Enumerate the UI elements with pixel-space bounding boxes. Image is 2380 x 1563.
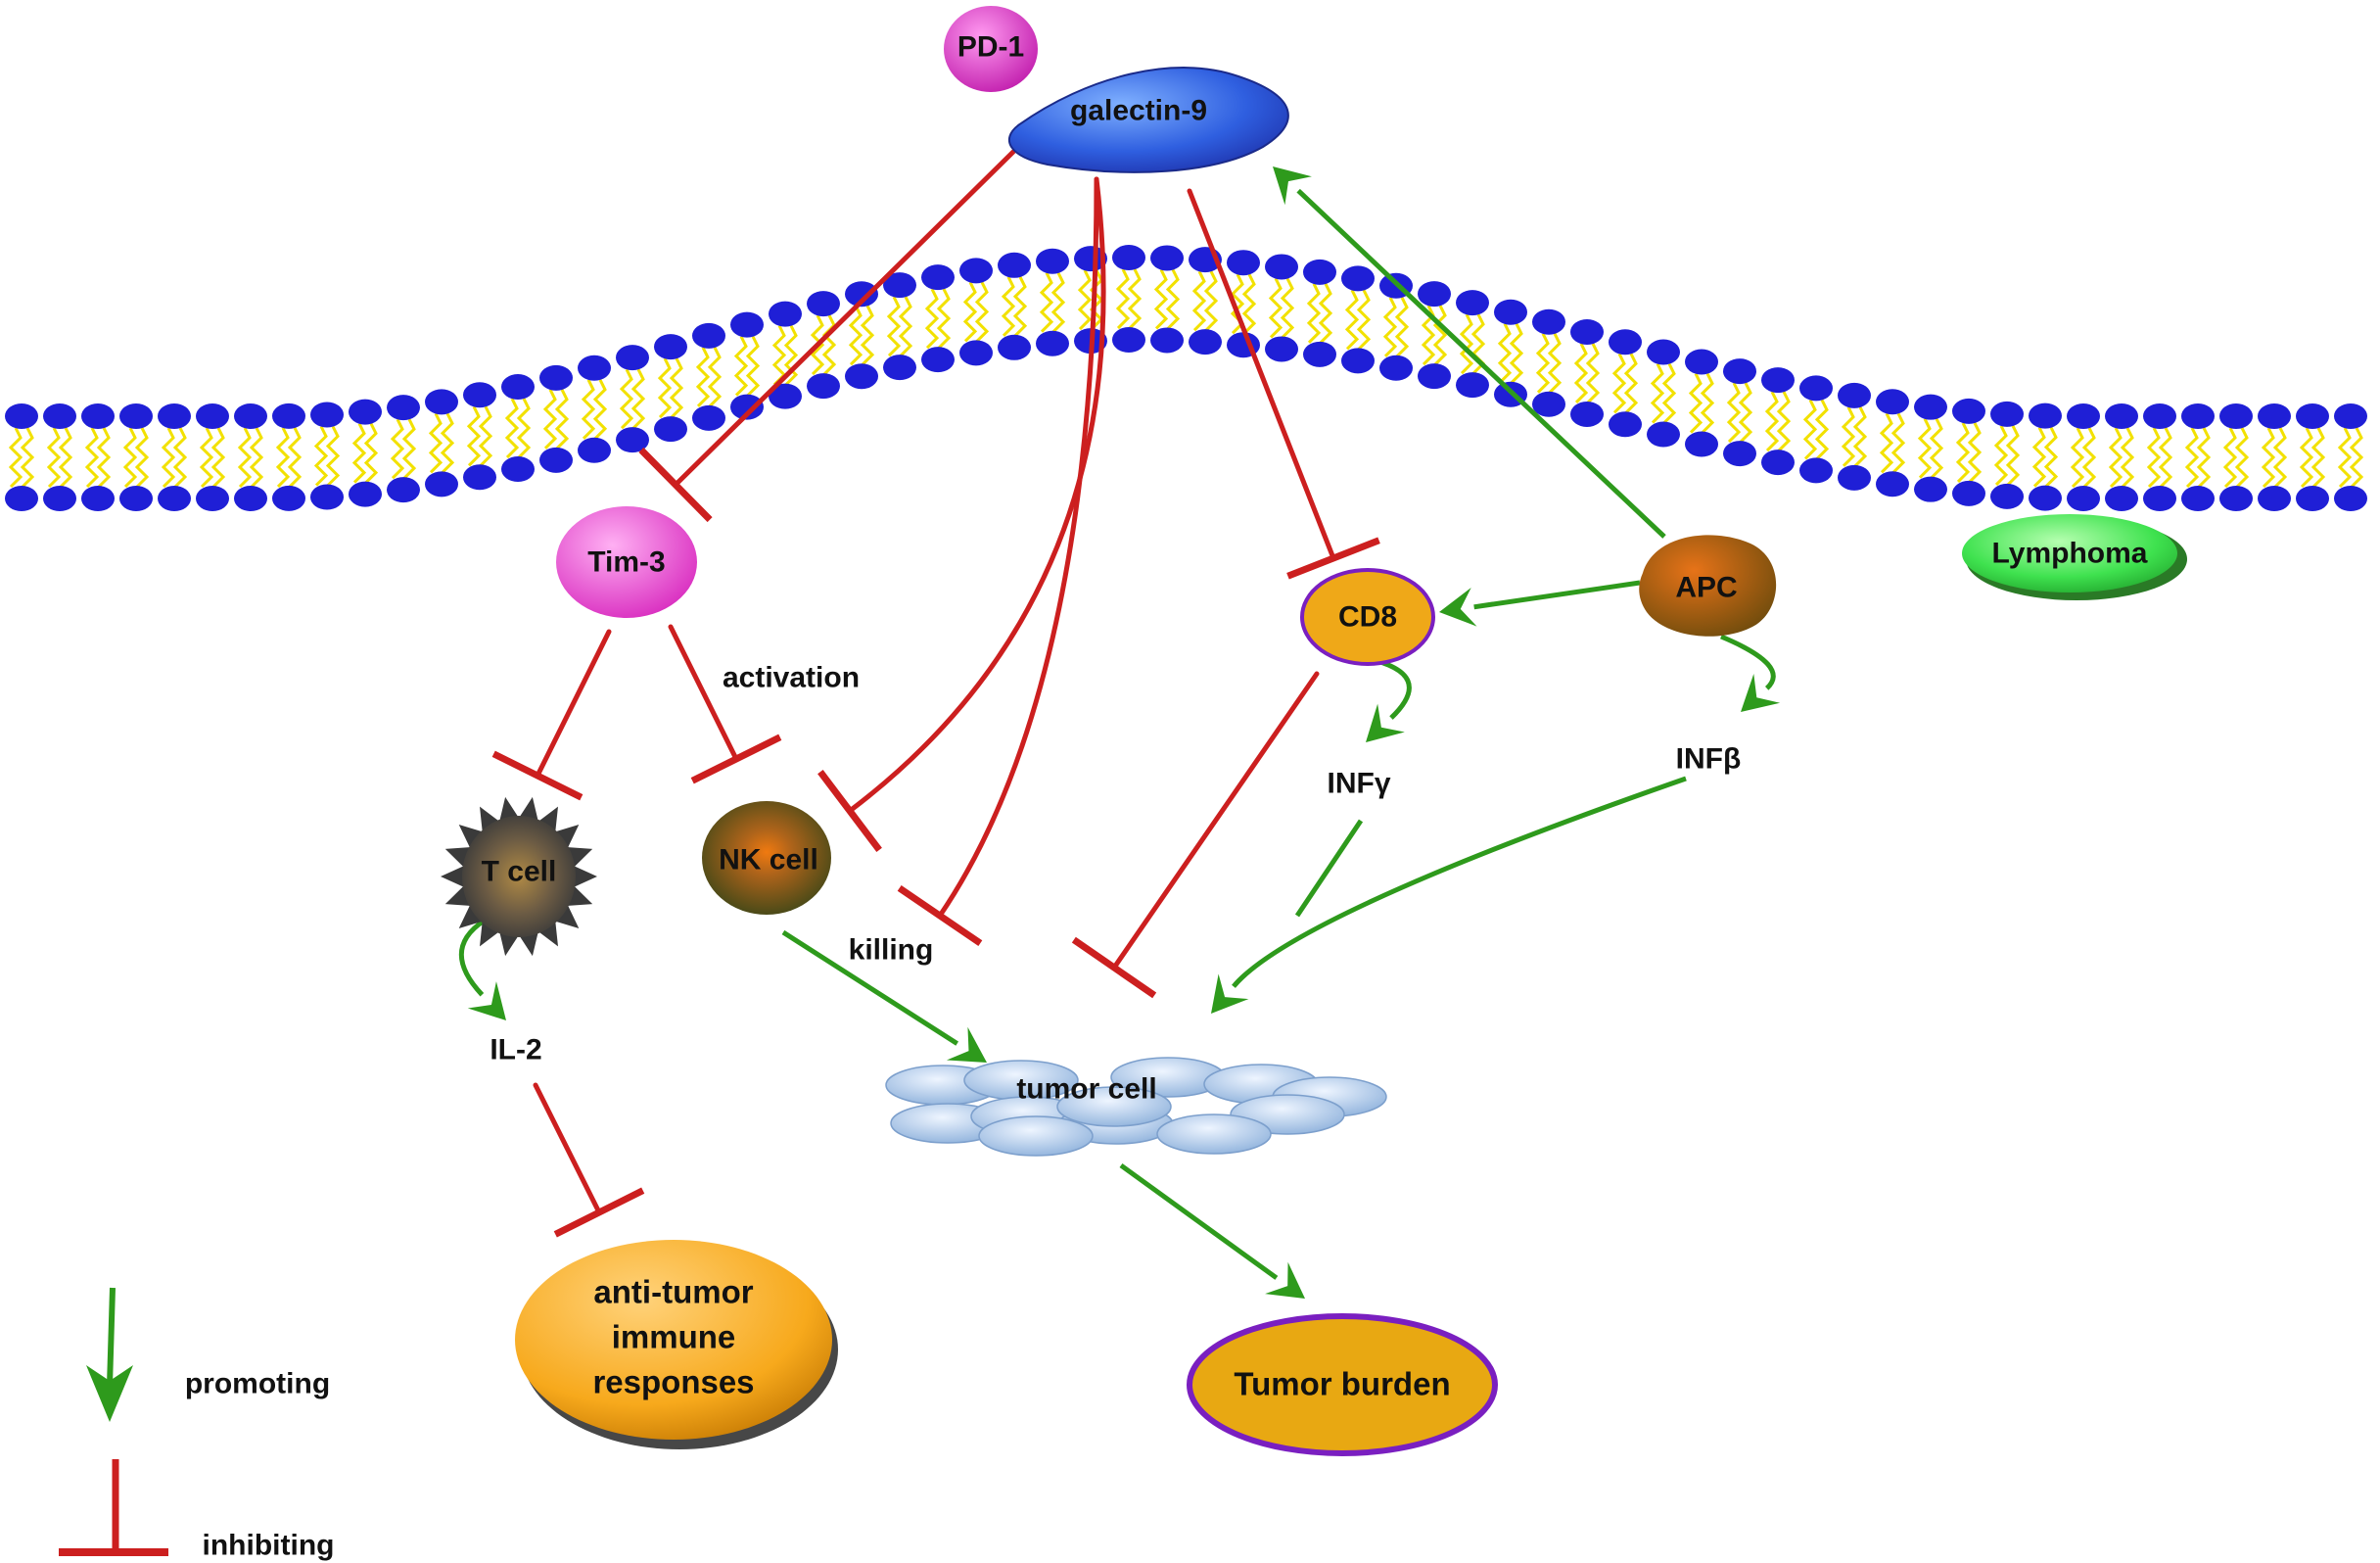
edge-tumor-promotes-burden <box>1119 1162 1305 1299</box>
tumor-burden-label: Tumor burden <box>1234 1365 1451 1402</box>
galectin9-node <box>1007 67 1289 173</box>
il2-label: IL-2 <box>490 1033 542 1066</box>
infb-label: INFβ <box>1675 742 1742 776</box>
t-cell-node <box>441 796 597 957</box>
tumor-cell-blob <box>1156 1113 1272 1155</box>
tim3-label: Tim-3 <box>587 545 666 579</box>
galectin9-label: galectin-9 <box>1069 94 1208 127</box>
lymphoma-label: Lymphoma <box>1991 537 2148 570</box>
nk-cell-label: NK cell <box>719 843 818 876</box>
edge-galectin9-inhibits-tumor <box>897 176 1099 947</box>
edge-cd8-promotes-infg <box>1365 655 1412 742</box>
legend-promoting-arrow <box>86 1287 133 1422</box>
tim3-node <box>556 506 697 618</box>
edge-il2-inhibits-antitumor <box>533 1082 645 1238</box>
lipid-heads <box>5 245 2367 511</box>
edge-apc-promotes-infb <box>1720 634 1781 712</box>
edge-nk-kills-tumor <box>781 929 987 1063</box>
cd8-node <box>1300 568 1435 666</box>
edge-apc-promotes-galectin9 <box>1273 166 1666 539</box>
apc-node <box>1639 535 1777 637</box>
lymphoma-node <box>1962 514 2187 600</box>
pd1-label: PD-1 <box>957 30 1025 64</box>
infg-label: INFγ <box>1327 767 1391 800</box>
edge-galectin9-inhibits-cd8 <box>1187 188 1380 580</box>
edge-infg-joins <box>1294 819 1364 918</box>
edge-tim3-inhibits-nkcell <box>668 624 782 784</box>
edge-galectin9-inhibits-tim3 <box>638 149 1016 523</box>
edge-galectin9-inhibits-nk <box>817 176 1106 853</box>
activation-label: activation <box>722 661 861 694</box>
edge-apc-promotes-cd8 <box>1439 580 1641 627</box>
edge-tim3-inhibits-tcell <box>491 629 612 801</box>
pd1-node <box>944 6 1038 92</box>
anti-tumor-label: anti-tumor immune responses <box>592 1273 755 1401</box>
tumor-cell-blob <box>1056 1086 1172 1127</box>
nk-cell-node <box>702 801 831 915</box>
inhibiting-edges <box>491 149 1380 1238</box>
tumor-burden-node <box>1187 1313 1498 1456</box>
cd8-label: CD8 <box>1337 600 1398 634</box>
promoting-edges <box>458 166 1781 1299</box>
anti-tumor-node <box>515 1240 838 1449</box>
legend-promoting-label: promoting <box>184 1367 331 1400</box>
lipid-tails <box>8 268 2364 489</box>
cell-membrane <box>5 245 2367 511</box>
legend-inhibiting-label: inhibiting <box>202 1529 335 1562</box>
legend <box>59 1287 168 1556</box>
killing-label: killing <box>848 933 934 967</box>
t-cell-label: T cell <box>481 855 557 888</box>
tumor-cell-label: tumor cell <box>1016 1072 1157 1106</box>
edge-cd8-inhibits-tumor <box>1071 671 1320 999</box>
tumor-cell-cluster <box>885 1057 1387 1157</box>
apc-label: APC <box>1675 571 1738 604</box>
tumor-cell-blob <box>978 1115 1094 1157</box>
legend-inhibiting-bar <box>59 1459 168 1556</box>
edge-infb-promotes-tumor <box>1211 776 1687 1014</box>
